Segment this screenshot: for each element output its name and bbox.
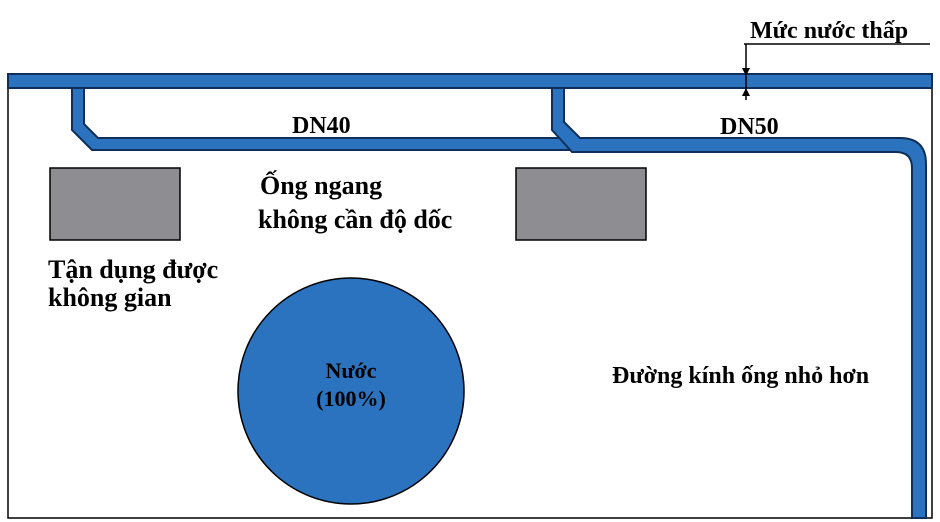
low-water-arrow-top <box>742 68 750 76</box>
horizontal-pipe-label-1: Ống ngang <box>260 171 382 200</box>
beam-left <box>49 167 181 241</box>
beam-right <box>515 167 647 241</box>
smaller-diameter-label: Đường kính ống nhỏ hơn <box>612 363 869 389</box>
water-label-2: (100%) <box>316 386 386 411</box>
dn50-branch-pipe <box>551 87 927 519</box>
low-water-arrow-bottom <box>742 88 750 96</box>
main-header-pipe <box>7 73 933 89</box>
horizontal-pipe-label-2: không cần độ dốc <box>258 205 452 234</box>
space-label-1: Tận dụng được <box>48 255 218 284</box>
dn40-label: DN40 <box>292 113 351 139</box>
dn50-label: DN50 <box>720 114 779 140</box>
low-water-level-label: Mức nước thấp <box>750 18 908 44</box>
water-circle <box>237 277 465 505</box>
space-label-2: không gian <box>48 283 172 312</box>
water-label-1: Nước <box>325 358 376 383</box>
